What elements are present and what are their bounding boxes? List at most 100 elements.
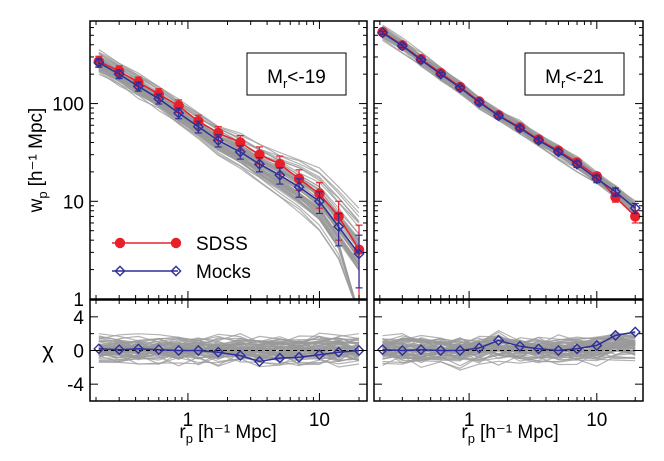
mocks-marker <box>571 158 583 170</box>
magnitude-cut-label: Mr<-19 <box>267 67 326 91</box>
mocks-marker <box>591 339 603 352</box>
mocks-marker <box>353 248 365 260</box>
mocks-marker <box>153 93 165 105</box>
mocks-marker <box>293 351 305 363</box>
axis-title-text: rp [h⁻¹ Mpc] <box>179 422 276 446</box>
mocks-marker <box>333 346 345 358</box>
sdss-marker <box>274 158 286 170</box>
mock-realisation-line <box>98 71 355 299</box>
mocks-marker <box>353 344 365 357</box>
mock-realisation-line <box>98 69 355 299</box>
sdss-marker <box>213 127 224 139</box>
y-tick-label: 1 <box>73 290 84 311</box>
mock-realisation-line <box>382 349 636 367</box>
series-group-top-left <box>93 55 365 299</box>
y-tick-label: -4 <box>67 375 84 396</box>
mock-realisation-line <box>98 73 355 299</box>
axis-title-base: w <box>26 198 47 213</box>
mocks-marker <box>376 27 389 39</box>
mocks-marker <box>192 121 204 133</box>
magnitude-cut-label: Mr<-21 <box>545 67 604 91</box>
magnitude-cut-box <box>524 52 625 96</box>
mocks-line <box>382 32 636 209</box>
mocks-marker <box>173 107 185 119</box>
axis-title-sub: p <box>35 191 50 198</box>
mocks-marker <box>274 169 286 181</box>
axis-title-sub: p <box>468 431 475 446</box>
mocks-marker <box>532 134 545 146</box>
mocks-marker <box>571 343 583 355</box>
mocks-marker <box>591 173 603 185</box>
data-lines-layer <box>90 26 643 368</box>
legend-sdss-label: SDSS <box>196 234 248 255</box>
mocks-marker <box>435 68 447 80</box>
series-group-bottom-right <box>376 326 641 357</box>
mock-realisation-line <box>98 66 360 266</box>
mock-realisation-line <box>98 333 360 346</box>
legend-sdss-marker <box>170 237 182 249</box>
mocks-marker <box>132 80 144 92</box>
mock-realisation-line <box>382 337 636 353</box>
axis-title: rp [h⁻¹ Mpc] <box>179 422 276 446</box>
mock-realisation-line <box>98 333 360 347</box>
mocks-marker <box>153 344 165 356</box>
mocks-marker <box>415 344 427 356</box>
mocks-marker <box>113 68 125 80</box>
mocks-marker <box>514 122 526 134</box>
mock-realisation-line <box>382 39 636 214</box>
axis-title-unit: [h⁻¹ Mpc] <box>198 422 277 443</box>
mocks-marker <box>609 329 622 341</box>
magnitude-cut-sub: r <box>283 76 288 91</box>
series-group-top-right <box>376 26 641 224</box>
mocks-marker <box>454 82 466 94</box>
x-tick-label: 1 <box>464 410 475 431</box>
mocks-marker <box>552 344 564 357</box>
mocks-marker <box>473 96 485 108</box>
y-tick-label: 4 <box>73 308 84 329</box>
mocks-marker <box>532 343 545 355</box>
x-tick-label: 1 <box>183 410 194 431</box>
axis-title-unit: [h⁻¹ Mpc] <box>480 422 559 443</box>
mocks-marker <box>192 344 204 357</box>
mocks-marker <box>253 158 266 170</box>
mock-realisation-line <box>382 345 636 359</box>
mocks-marker <box>274 352 286 364</box>
axis-title-base: r <box>179 422 186 443</box>
panel-frame-top-left <box>89 20 368 300</box>
mocks-marker <box>313 195 326 207</box>
mocks-marker <box>454 344 466 357</box>
axis-title-text: wp [h⁻¹ Mpc] <box>26 108 50 214</box>
magnitude-cut-box <box>246 52 347 96</box>
panel-frame-top-right <box>373 20 644 300</box>
mocks-marker <box>415 54 427 66</box>
axis-title: wp [h⁻¹ Mpc] <box>26 108 50 214</box>
axis-title-sub: p <box>186 431 193 446</box>
mocks-marker <box>629 326 641 338</box>
axis-title-unit: [h⁻¹ Mpc] <box>26 108 47 187</box>
mocks-marker <box>234 349 246 362</box>
y-tick-label: 100 <box>52 95 84 116</box>
series-group-bottom-left <box>93 343 365 368</box>
sdss-marker <box>235 137 246 148</box>
magnitude-cut-base: M <box>267 67 283 88</box>
mocks-marker <box>212 134 224 146</box>
mocks-marker <box>514 340 526 352</box>
mock-realisation-line <box>98 49 360 209</box>
mocks-marker <box>435 344 447 357</box>
x-tick-label: 10 <box>586 410 607 431</box>
mocks-marker <box>93 57 105 69</box>
y-tick-label: 0 <box>73 342 84 363</box>
mocks-marker <box>234 146 246 158</box>
magnitude-cut-base: M <box>545 67 561 88</box>
legend-mocks-label: Mocks <box>196 262 251 283</box>
legend-sdss-marker <box>114 237 126 249</box>
mock-realisation-line <box>98 352 360 366</box>
axis-title-text: rp[h⁻¹ Mpc] <box>461 422 558 446</box>
mocks-marker <box>492 110 505 122</box>
mocks-marker <box>114 265 126 277</box>
mocks-marker <box>293 181 305 193</box>
mocks-marker <box>132 343 144 355</box>
y-tick-label: 10 <box>63 192 84 213</box>
magnitude-cut-value: <-19 <box>287 67 326 88</box>
mocks-marker <box>173 344 185 357</box>
